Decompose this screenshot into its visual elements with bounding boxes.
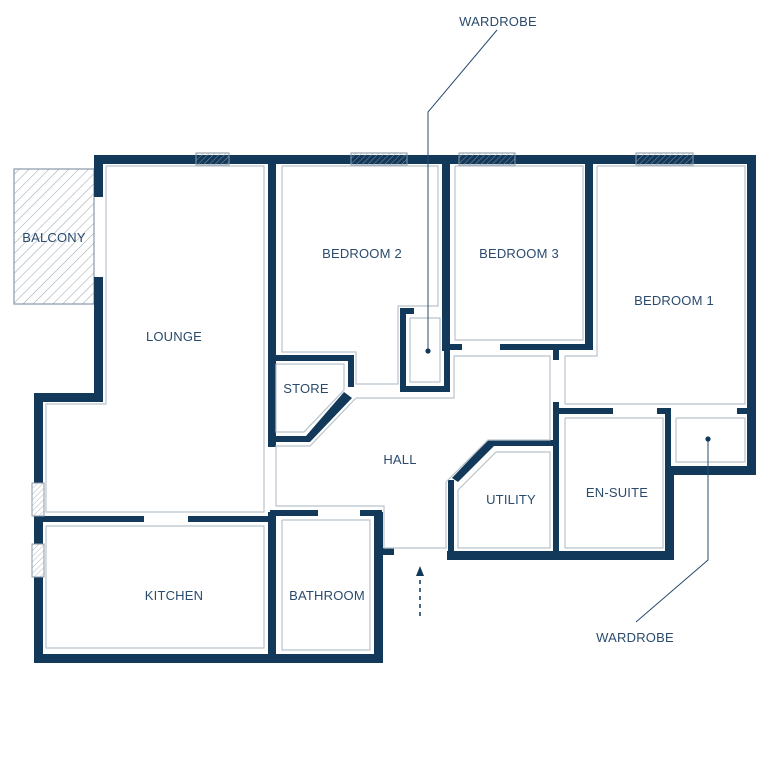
balcony-area (13, 168, 95, 305)
wardrobe-callout-bottom (635, 436, 711, 623)
wardrobe-callout-top (425, 29, 498, 354)
label-utility: UTILITY (486, 492, 536, 507)
label-balcony: BALCONY (22, 230, 86, 245)
label-hall: HALL (383, 452, 416, 467)
exterior-walls (34, 155, 756, 663)
label-bedroom-3: BEDROOM 3 (479, 246, 559, 261)
interior-walls (34, 155, 755, 662)
label-bedroom-2: BEDROOM 2 (322, 246, 402, 261)
label-kitchen: KITCHEN (145, 588, 203, 603)
label-bedroom-1: BEDROOM 1 (634, 293, 714, 308)
entrance-arrow-icon (416, 566, 424, 616)
label-en-suite: EN-SUITE (586, 485, 648, 500)
label-bathroom: BATHROOM (289, 588, 365, 603)
label-wardrobe-top: WARDROBE (459, 14, 537, 29)
inner-outlines (45, 165, 746, 651)
windows (31, 152, 694, 578)
room-labels: BALCONY LOUNGE BEDROOM 2 BEDROOM 3 BEDRO… (22, 14, 714, 645)
label-lounge: LOUNGE (146, 329, 202, 344)
label-store: STORE (283, 381, 329, 396)
label-wardrobe-bottom: WARDROBE (596, 630, 674, 645)
